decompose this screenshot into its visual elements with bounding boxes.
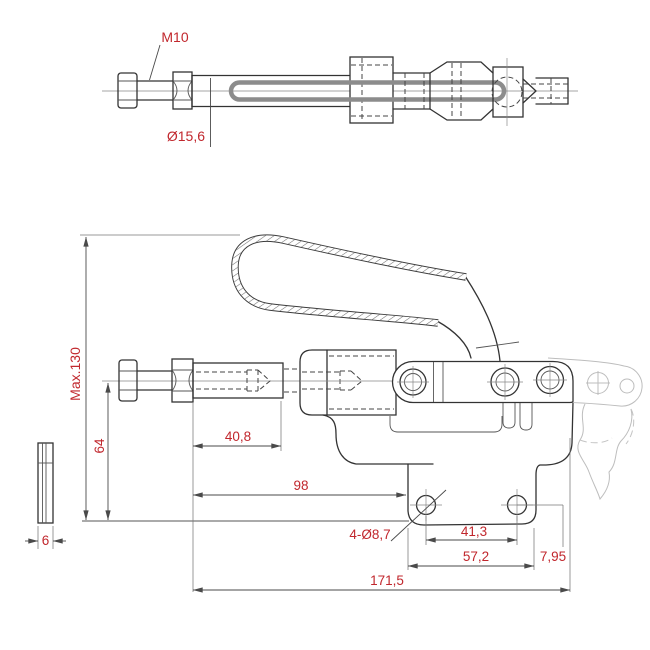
dim-label-max130: Max.130 [67, 347, 83, 401]
phantom-open-handle [547, 357, 643, 501]
top-pivot-boss [491, 58, 524, 126]
dimension-plate-thickness: 6 [25, 526, 66, 549]
dim-label-41-3: 41,3 [461, 524, 487, 539]
front-hex-nut [171, 358, 194, 403]
top-bar-slot [228, 80, 507, 102]
pivot-link-plate [391, 360, 574, 404]
spring-tab [502, 403, 516, 429]
dimension-body-length: 98 [192, 478, 407, 498]
handle-lever [231, 234, 467, 327]
front-body-sleeve [299, 349, 400, 416]
pivot-pin [533, 363, 567, 397]
dimension-overall-length: 171,5 [192, 438, 571, 593]
dim-label-98: 98 [293, 478, 308, 493]
dim-label-d15-6: Ø15,6 [167, 128, 205, 144]
rear-mount-plate [389, 416, 503, 433]
top-view-spindle-assembly [102, 56, 578, 126]
dimension-centerline-height: 64 [92, 382, 111, 521]
dimension-plunger-length: 40,8 [192, 401, 282, 592]
spring-tab [519, 403, 533, 431]
front-bolt-head [118, 359, 138, 402]
top-hex-nut [172, 71, 193, 110]
pivot-pin [487, 364, 523, 400]
top-neck [392, 72, 431, 110]
dimensions: M10 Ø15,6 Max.130 64 40,8 98 [25, 29, 571, 593]
dim-label-64: 64 [92, 438, 107, 454]
dim-label-6: 6 [42, 533, 50, 548]
dimension-mounting-holes: 4-Ø8,7 [349, 489, 447, 542]
dimension-edge-offset: 7,95 [517, 504, 566, 564]
dim-label-40-8: 40,8 [225, 429, 251, 444]
dim-label-m10: M10 [161, 29, 188, 45]
front-plunger-barrel [192, 362, 301, 399]
mounting-hole-left [410, 489, 442, 521]
clamp-base [82, 401, 574, 526]
top-handle-grip [522, 77, 569, 105]
dimension-thread: M10 [149, 29, 189, 81]
top-cast-bulge [429, 61, 494, 121]
top-bolt-head [117, 72, 138, 109]
dim-label-57-2: 57,2 [463, 549, 489, 564]
dimension-max-height: Max.130 [67, 234, 240, 521]
top-body-sleeve [349, 56, 394, 124]
dimension-hole-span: 57,2 [407, 528, 535, 570]
dim-label-4-d8-7: 4-Ø8,7 [349, 527, 390, 542]
side-view-plate [37, 442, 54, 524]
pivot-pin [397, 366, 429, 398]
handle-neck [436, 275, 520, 362]
dim-label-171-5: 171,5 [370, 573, 404, 588]
top-spindle-shaft [136, 80, 174, 101]
front-spindle-shaft [136, 370, 173, 391]
dim-label-7-95: 7,95 [540, 549, 566, 564]
dimension-plunger-diameter: Ø15,6 [167, 78, 211, 147]
dimension-hole-spacing: 41,3 [425, 516, 518, 545]
front-view-clamp [82, 234, 643, 526]
